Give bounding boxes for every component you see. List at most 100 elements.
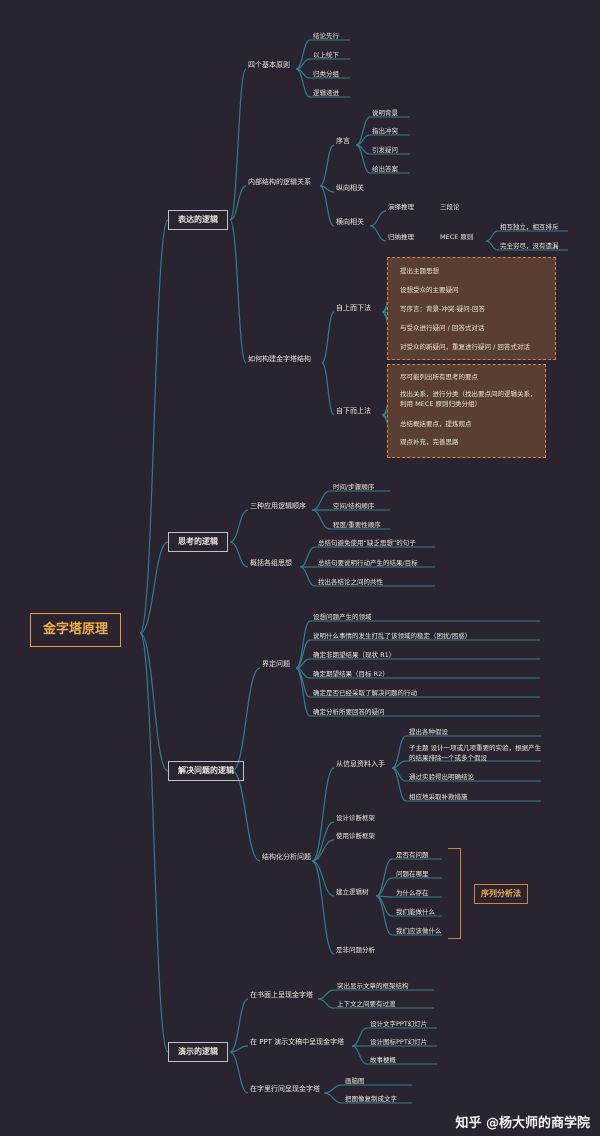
connector	[311, 490, 331, 511]
connector	[391, 767, 407, 802]
define-item: 确定是否已经采取了解决问题的行动	[313, 689, 417, 697]
connector	[355, 144, 371, 174]
between-lines-item: 把图像复制成文字	[345, 1095, 397, 1103]
logic-tree: 建立逻辑树	[336, 888, 369, 896]
connector	[139, 632, 169, 772]
written-pyramid: 在书面上呈现金字塔	[250, 991, 313, 999]
connector	[295, 667, 311, 717]
connector	[321, 311, 335, 364]
top-down-highlight-box	[387, 257, 556, 360]
connector	[319, 144, 335, 187]
top-down-item: 对受众的新疑问，重复进行疑问 / 回答式对话	[400, 343, 530, 351]
root-node: 金字塔原理	[30, 613, 122, 647]
top-down-item: 与受众进行疑问 / 回答式对话	[400, 324, 485, 332]
define-item: 说明什么事情的发生打乱了该领域的稳定（困扰/困惑）	[313, 632, 472, 640]
tree-item: 我们能做什么	[396, 908, 435, 916]
written-item: 上下文之间要有过渡	[337, 1000, 396, 1008]
build-pyramid: 如何构建金字塔结构	[248, 355, 311, 363]
preface: 序言	[336, 137, 350, 145]
induction-item: 完全穷尽，没有遗漏	[500, 242, 559, 250]
info-item: 相应地采取补救措施	[409, 793, 468, 801]
four-principles: 四个基本原则	[248, 61, 290, 69]
between-lines-item: 画脑图	[345, 1077, 365, 1085]
connector	[311, 860, 335, 897]
bottom-up-item: 尽可能列出所有思考的要点	[400, 373, 478, 381]
deduction-note: 三段论	[440, 203, 460, 211]
connector	[351, 1027, 368, 1047]
tree-item: 我们应该做什么	[396, 927, 442, 935]
connector	[229, 1051, 249, 1094]
connector	[375, 858, 393, 897]
connector	[351, 1045, 368, 1065]
from-info: 从信息资料入手	[336, 760, 385, 768]
ppt-item: 设计图标PPT幻灯片	[370, 1038, 428, 1046]
top-down-item: 提出主题思想	[400, 267, 439, 275]
bottom-up-item: 观点补充，完善思路	[400, 438, 459, 446]
order-item: 空间/结构顺序	[333, 502, 375, 510]
connector	[369, 210, 387, 227]
connector	[369, 225, 387, 242]
connector	[229, 541, 249, 568]
connector	[231, 770, 261, 862]
principle-item: 归类分组	[313, 70, 339, 78]
induction-note: MECE 原则	[440, 233, 474, 241]
connector	[311, 509, 331, 530]
category-thinking-logic: 思考的逻辑	[168, 532, 228, 552]
sequence-bracket	[448, 848, 461, 939]
ppt-item: 故事梗概	[370, 1056, 396, 1064]
connector	[485, 230, 499, 242]
connector	[311, 821, 335, 862]
tree-item: 为什么存在	[396, 889, 429, 897]
preface-item: 给出答案	[372, 165, 398, 173]
induction-item: 相互独立，相互排斥	[500, 223, 559, 231]
connector	[485, 240, 499, 251]
connector	[229, 509, 249, 543]
connector	[229, 68, 247, 221]
connector	[311, 860, 335, 955]
principle-item: 逻辑递进	[313, 89, 339, 97]
connector	[299, 546, 316, 568]
connector	[139, 541, 169, 634]
connector	[229, 219, 247, 364]
info-item: 提出各种假设	[409, 728, 448, 736]
info-item: 通过实验得出明确结论	[409, 773, 474, 781]
induction: 归纳推理	[388, 233, 414, 241]
preface-item: 引发疑问	[372, 146, 398, 154]
define-item: 确定分析所要回答的疑问	[313, 708, 385, 716]
summary-item: 找出各结论之间的共性	[318, 578, 383, 586]
define-problem: 界定问题	[262, 660, 290, 668]
summary-item: 总结句避免使用“缺乏思想”的句子	[318, 539, 416, 547]
bottom-up-item: 找出关系，进行分类（找出要点间的逻辑关系，利用 MECE 原则归类分组）	[400, 390, 537, 408]
top-down-item: 设想受众的主要疑问	[400, 286, 459, 294]
summary-item: 总结句要说明行动产生的结果/目标	[318, 559, 418, 567]
use-framework: 使用诊断框架	[336, 832, 375, 840]
connector	[231, 667, 261, 772]
written-item: 突出显示文章的框架结构	[337, 982, 409, 990]
tree-item: 是否有问题	[396, 851, 429, 859]
ppt-item: 设计文字PPT幻灯片	[370, 1020, 428, 1028]
three-orders: 三种应用逻辑顺序	[250, 502, 306, 510]
tree-item: 问题在哪里	[396, 870, 429, 878]
yes-no-analysis: 是非问题分析	[336, 946, 375, 954]
vertical-relation: 纵向相关	[336, 184, 364, 192]
between-lines-pyramid: 在字里行间呈现金字塔	[250, 1085, 320, 1093]
sequence-analysis-badge: 序列分析法	[474, 884, 528, 904]
category-presentation-logic: 演示的逻辑	[168, 1042, 228, 1062]
bottom-up-highlight-box	[387, 364, 546, 458]
info-item: 子主题 设计一项或几项重要的实验，根据产生的结果排除一个或多个假设	[409, 744, 542, 762]
watermark: 知乎 @杨大师的商学院	[455, 1116, 590, 1131]
connector	[139, 219, 169, 634]
top-down-item: 写序言：背景-冲突-疑问-回答	[400, 305, 486, 313]
connector	[229, 998, 249, 1053]
order-item: 时间/步骤顺序	[333, 483, 375, 491]
bottom-up-item: 总结概括要点，提炼观点	[400, 420, 472, 428]
connector	[311, 767, 335, 862]
define-item: 设想问题产生的领域	[313, 613, 372, 621]
connector	[323, 1084, 343, 1094]
order-item: 程度/重要性顺序	[333, 521, 381, 529]
design-framework: 设计诊断框架	[336, 814, 375, 822]
connector	[139, 632, 169, 1053]
principle-item: 以上统下	[313, 51, 339, 59]
